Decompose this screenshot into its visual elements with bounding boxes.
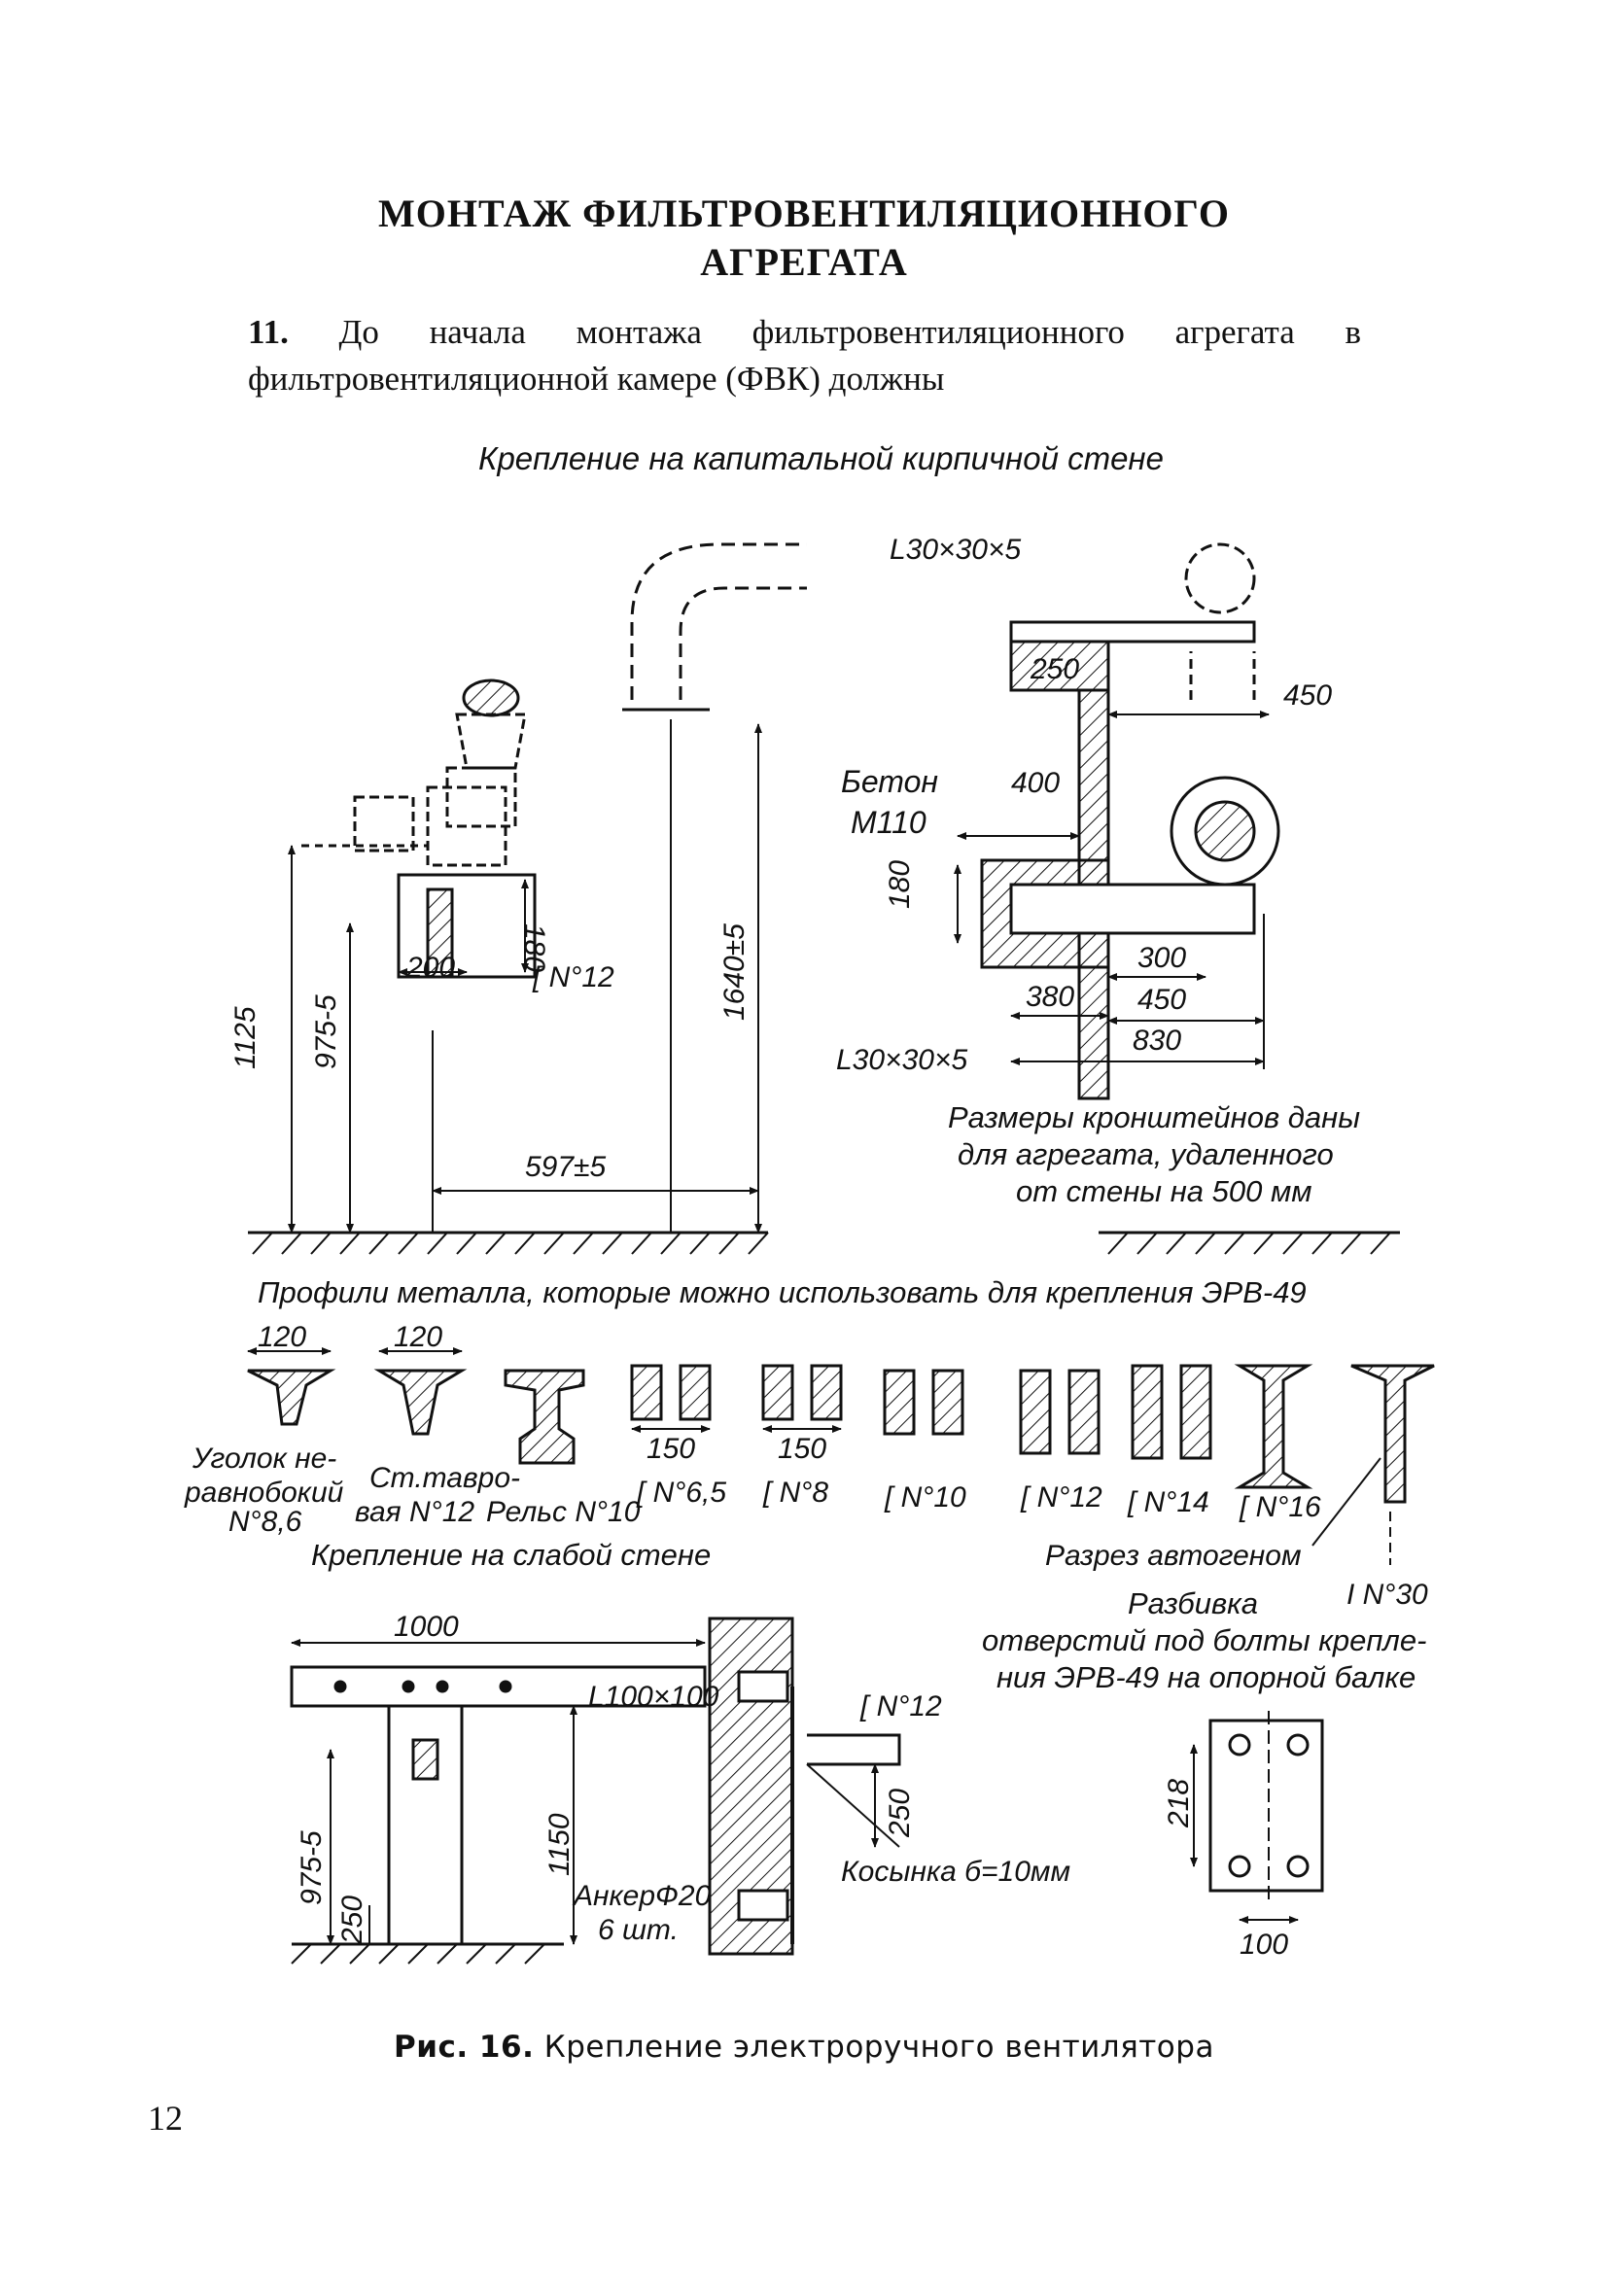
caption-label: Рис. 16.: [394, 2030, 535, 2065]
title-line-2: АГРЕГАТА: [700, 240, 908, 284]
dim-1000: 1000: [394, 1611, 459, 1643]
fan-unit-left: [301, 678, 537, 979]
dim-218: 218: [1163, 1779, 1195, 1828]
floor-hatch-top: [252, 1232, 1391, 1255]
profile-label-i30: I N°30: [1346, 1579, 1428, 1611]
profile-label-tee-2: вая N°12: [355, 1496, 474, 1528]
anchor-label-1: АнкерФ20: [572, 1880, 712, 1912]
angle-l30-bottom: L30×30×5: [836, 1044, 967, 1076]
profile-label-c8: [ N°8: [762, 1477, 828, 1509]
dim-200: 200: [405, 952, 455, 984]
profile-label-c12: [ N°12: [1020, 1481, 1102, 1513]
heading-profiles: Профили металла, которые можно использов…: [258, 1275, 1307, 1309]
bracket-note-2: для агрегата, удаленного: [958, 1137, 1334, 1171]
heading-capital-wall: Крепление на капитальной кирпичной стене: [478, 440, 1164, 476]
dim-830: 830: [1133, 1025, 1181, 1057]
profile-dim-lines: [247, 1347, 1391, 1565]
metal-profiles: [247, 1364, 1435, 1504]
drilling-note-2: отверстий под болты крепле-: [982, 1623, 1426, 1657]
dim-450-bottom: 450: [1137, 984, 1186, 1016]
dimension-lines-left: [288, 719, 762, 1234]
gusset-label: Косынка б=10мм: [841, 1856, 1070, 1888]
channel-n12-bottom: [ N°12: [859, 1690, 942, 1722]
bracket-note-3: от стены на 500 мм: [1016, 1174, 1311, 1208]
profile-label-c10: [ N°10: [884, 1481, 966, 1513]
angle-l100: L100×100: [588, 1681, 719, 1713]
air-pipe: [622, 542, 807, 712]
dim-150-b: 150: [778, 1433, 826, 1465]
dimension-labels-top: 1125 975-5 200 180 [ N°12 1640±5 597±5 L…: [229, 534, 1360, 1208]
page-title: МОНТАЖ ФИЛЬТРОВЕНТИЛЯЦИОННОГО АГРЕГАТА: [0, 190, 1608, 287]
drilling-note-1: Разбивка: [1128, 1586, 1258, 1620]
floor-hatch-bottom: [291, 1943, 545, 1965]
profile-label-angle-2: равнобокий: [184, 1477, 344, 1509]
fan-unit-right: [1170, 542, 1280, 887]
dim-1150: 1150: [543, 1813, 576, 1876]
dim-100: 100: [1240, 1929, 1288, 1961]
weak-wall-section: [708, 1617, 901, 1956]
paragraph-text: До начала монтажа фильтровентиляционного…: [248, 313, 1361, 398]
anchor-label-2: 6 шт.: [598, 1914, 679, 1946]
dim-975-bottom: 975-5: [296, 1830, 328, 1905]
paragraph-number: 11.: [248, 313, 289, 351]
bracket-note-1: Размеры кронштейнов даны: [948, 1100, 1360, 1134]
dim-380: 380: [1026, 981, 1074, 1013]
dim-300: 300: [1137, 942, 1186, 974]
profile-label-c14: [ N°14: [1127, 1486, 1209, 1518]
dim-250-bottom: 250: [336, 1896, 368, 1945]
dim-180-right: 180: [884, 860, 916, 909]
profile-label-angle-1: Уголок не-: [192, 1443, 336, 1475]
weak-wall-labels: 1000 L100×100 975-5 250 1150 АнкерФ20 6 …: [296, 1586, 1426, 1946]
drilling-note-3: ния ЭРВ-49 на опорной балке: [996, 1660, 1416, 1694]
dim-150-a: 150: [647, 1433, 695, 1465]
dim-1640: 1640±5: [718, 923, 751, 1021]
dim-120-b: 120: [394, 1321, 442, 1353]
channel-n12-left: [ N°12: [532, 961, 614, 993]
profile-labels: 120 120 150 150 Уголок не- равнобокий N°…: [184, 1321, 1428, 1611]
dim-180-left: 180: [518, 923, 550, 972]
concrete-label-2: М110: [851, 805, 926, 840]
figure-caption: Рис. 16. Крепление электроручного вентил…: [0, 2030, 1608, 2065]
dim-450-top: 450: [1283, 679, 1332, 712]
concrete-label-1: Бетон: [841, 764, 938, 799]
dimension-lines-right: [954, 711, 1270, 1069]
dim-120-a: 120: [258, 1321, 306, 1353]
profile-label-rail: Рельс N°10: [486, 1496, 641, 1528]
profile-label-c16: [ N°16: [1239, 1491, 1321, 1523]
profile-label-c65: [ N°6,5: [636, 1477, 726, 1509]
profile-label-angle-3: N°8,6: [228, 1506, 302, 1538]
capital-wall-section: [980, 620, 1256, 1100]
intro-paragraph: 11. До начала монтажа фильтровентиляцион…: [248, 309, 1361, 402]
dim-250-top: 250: [1030, 653, 1079, 685]
heading-weak-wall: Крепление на слабой стене: [311, 1538, 711, 1572]
page-number: 12: [148, 2099, 183, 2138]
dim-400: 400: [1011, 767, 1060, 799]
drilling-plate: [1190, 1711, 1324, 1924]
dim-975-left: 975-5: [310, 994, 342, 1069]
caption-text: Крепление электроручного вентилятора: [534, 2030, 1214, 2065]
dim-1125: 1125: [229, 1006, 262, 1069]
autogen-cut-label: Разрез автогеном: [1045, 1540, 1302, 1572]
angle-l30-top: L30×30×5: [890, 534, 1021, 566]
profile-label-tee-1: Ст.тавро-: [369, 1462, 520, 1494]
dim-250-gusset: 250: [884, 1789, 916, 1838]
dim-597: 597±5: [525, 1151, 607, 1183]
title-line-1: МОНТАЖ ФИЛЬТРОВЕНТИЛЯЦИОННОГО: [377, 191, 1230, 235]
weak-wall-front: [290, 1639, 707, 1946]
